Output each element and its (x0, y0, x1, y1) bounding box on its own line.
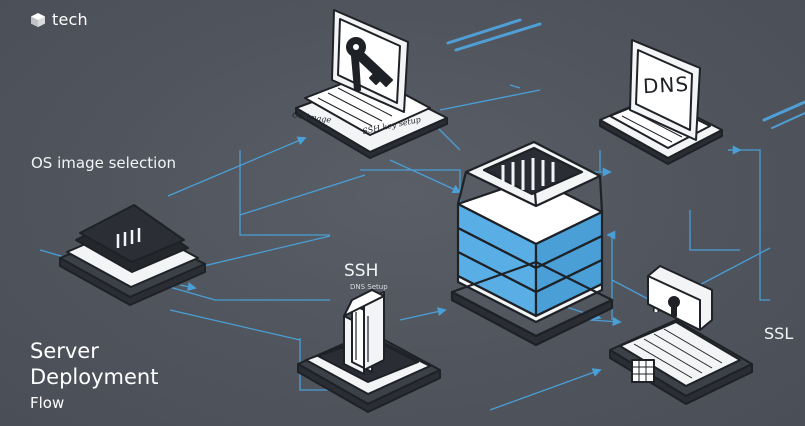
dns-screen-text: DNS (642, 71, 690, 99)
server-rack-icon (297, 289, 441, 413)
key-icon (346, 37, 393, 91)
ssh-label: SSH (344, 261, 379, 281)
chip-icon (59, 204, 206, 306)
decorative-stripes (446, 18, 805, 129)
dns-setup-sublabel: DNS Setup (350, 283, 388, 291)
page-title: Server Deployment Flow (30, 338, 158, 416)
title-line-1: Server (30, 339, 99, 363)
os-image-selection-label: OS image selection (31, 154, 177, 172)
title-line-2: Deployment (30, 365, 159, 389)
ssl-label: SSL (764, 324, 794, 343)
title-line-3: Flow (30, 394, 65, 412)
cube-icon (30, 12, 46, 28)
brand: tech (30, 10, 88, 29)
laptop-icon (599, 39, 723, 165)
server-stack-icon (450, 140, 614, 347)
key-laptop-icon (295, 9, 448, 159)
brand-name: tech (52, 10, 88, 29)
connection-lines (39, 84, 771, 411)
padlock-icon (609, 265, 753, 405)
